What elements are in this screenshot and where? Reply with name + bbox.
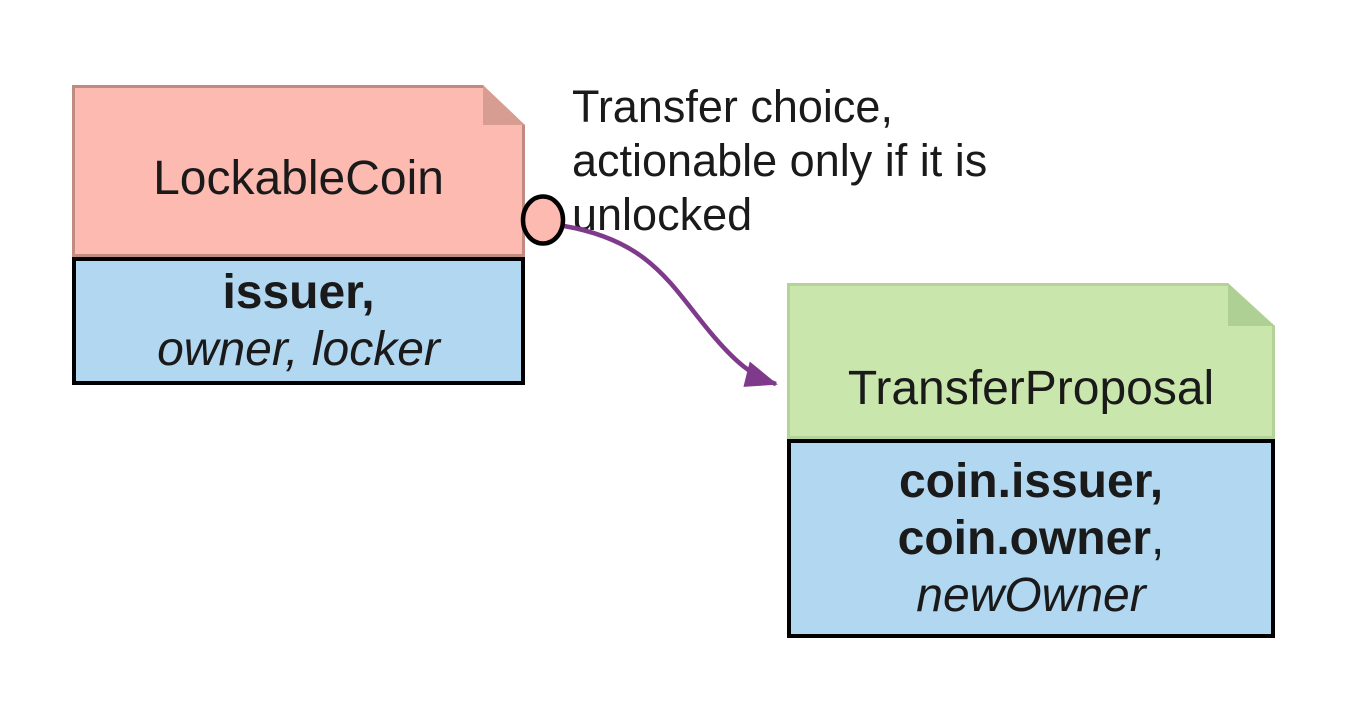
lockable-coin-parties-box: issuer, owner, locker [72, 257, 525, 385]
choice-port-circle-icon [520, 194, 566, 246]
lockable-coin-observers: owner, locker [157, 323, 440, 376]
annotation-line: Transfer choice, [572, 81, 893, 132]
lockable-coin-title: LockableCoin [153, 151, 444, 205]
annotation-line: actionable only if it is [572, 135, 988, 186]
choice-arrow [563, 223, 778, 387]
transfer-proposal-observer: newOwner [916, 569, 1146, 622]
transfer-proposal-parties-box: coin.issuer, coin.owner, newOwner [787, 439, 1275, 638]
lockable-coin-signatories: issuer, [222, 266, 375, 319]
transfer-proposal-card: TransferProposal [787, 283, 1275, 439]
folded-corner-icon [483, 85, 525, 125]
annotation-line: unlocked [572, 189, 753, 240]
lockable-coin-card: LockableCoin [72, 85, 525, 257]
choice-annotation: Transfer choice, actionable only if it i… [572, 80, 987, 242]
transfer-proposal-signatory-2: coin.owner, [897, 512, 1165, 565]
transfer-proposal-signatory-1: coin.issuer, [898, 455, 1164, 508]
transfer-proposal-title: TransferProposal [847, 362, 1215, 415]
folded-corner-icon [1228, 283, 1275, 326]
